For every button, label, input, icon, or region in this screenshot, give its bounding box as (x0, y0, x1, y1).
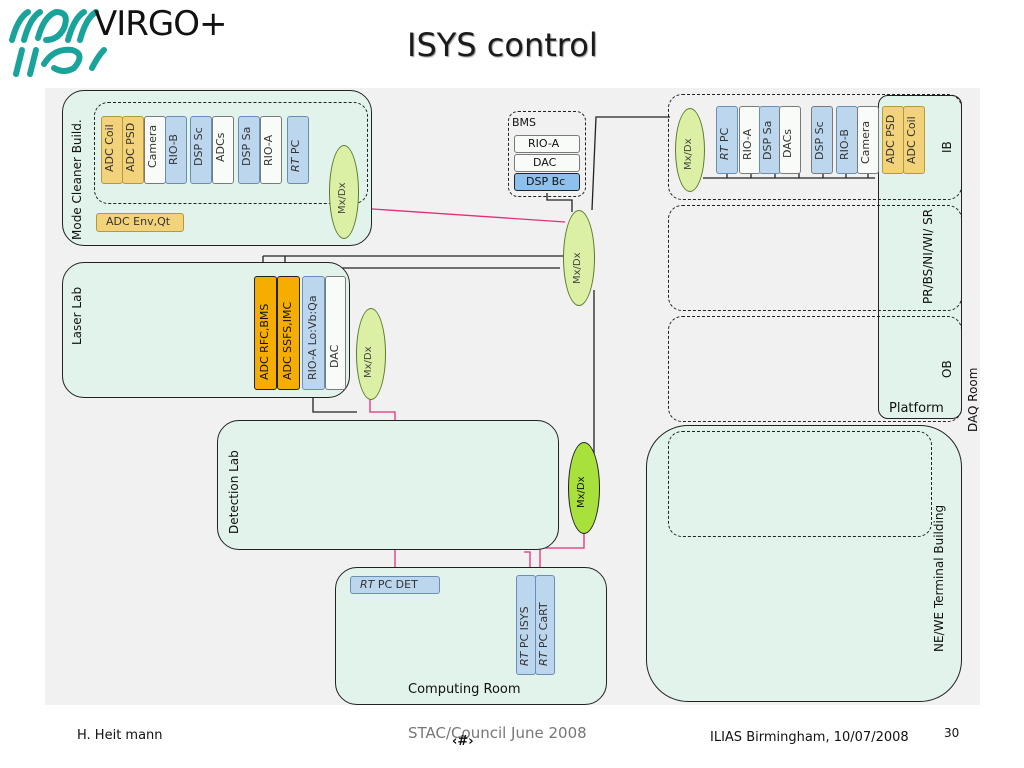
footer-author: H. Heit mann (77, 728, 163, 743)
page-title: ISYS control (407, 26, 598, 64)
mc-rt-pc (287, 116, 309, 184)
ib-mx-label: Mx/Dx (683, 138, 694, 170)
cr-rt-pc-isys-label: RT PC ISYS (518, 606, 531, 666)
footer-slide-field: ‹#› (452, 734, 474, 749)
mc-rio-a (260, 116, 282, 184)
central-mx (563, 210, 595, 306)
virgo-logo: VIRGO+ (4, 4, 234, 78)
bms-label: BMS (512, 116, 537, 129)
pr-label: PR/BS/NI/WI/ SR (921, 208, 935, 304)
pr-rack (668, 205, 962, 311)
mc-rt-pc-label: RT PC (289, 139, 302, 172)
bms-dac-label: DAC (533, 156, 557, 169)
ib-dacs (779, 106, 801, 174)
mc-adcs-label: ADCs (214, 132, 227, 162)
bms-dsp-bc (514, 173, 580, 191)
cr-rt-pc-cart-label: RT PC CaRT (537, 602, 550, 666)
ll-rio-a (302, 276, 325, 390)
cr-rt-pc-cart (535, 575, 555, 675)
laser-lab-label: Laser Lab (70, 286, 84, 345)
terminal-building (646, 425, 962, 702)
ib-camera-label: Camera (859, 120, 872, 164)
ib-rt-pc-label: RT PC (718, 127, 731, 160)
mc-dsp-sc-label: DSP Sc (192, 127, 205, 166)
ib-dsp-sa-label: DSP Sa (761, 120, 774, 160)
bms-dac (514, 154, 580, 172)
mc-rio-a-label: RIO-A (262, 134, 275, 166)
mc-dsp-sa (238, 116, 260, 184)
bms-rack (508, 111, 586, 197)
ib-dsp-sc (811, 106, 833, 174)
ll-adc-ssfs-imc-label: ADC SSFS,IMC (281, 301, 294, 380)
ib-rt-pc (716, 106, 738, 174)
bms-rio-a-label: RIO-A (528, 137, 560, 150)
footer-venue: ILIAS Birmingham, 10/07/2008 (710, 730, 909, 745)
ib-camera (857, 106, 879, 174)
ib-dacs-label: DACs (781, 128, 794, 158)
ib-adc-coil-label: ADC Coil (905, 116, 918, 164)
bms-rio-a (514, 135, 580, 153)
mc-adcs (212, 116, 234, 184)
footer-page: 30 (944, 726, 960, 740)
ob-rack (668, 316, 962, 422)
lower-mx (568, 442, 600, 534)
mc-dsp-sa-label: DSP Sa (240, 126, 253, 166)
ib-rio-b-label: RIO-B (838, 129, 851, 160)
ll-adc-ssfs-imc (277, 276, 300, 390)
ib-label: IB (940, 141, 954, 153)
terminal-rack (668, 431, 932, 537)
platform-label: Platform (889, 401, 944, 416)
footer-event: STAC/Council June 2008 (408, 724, 587, 742)
ib-adc-psd-label: ADC PSD (884, 114, 897, 164)
lower-mx-label: Mx/Dx (576, 476, 587, 508)
mc-adc-psd (122, 116, 144, 184)
ib-rack (668, 94, 962, 200)
mode-cleaner-rack (94, 102, 368, 204)
cr-rt-pc-det-label: RT PC DET (360, 578, 418, 591)
logo-text: VIRGO+ (94, 4, 228, 44)
central-mx-label: Mx/Dx (572, 252, 583, 284)
virgo-logo-icon (9, 8, 107, 77)
mc-adc-psd-label: ADC PSD (124, 122, 137, 172)
ib-rio-a-label: RIO-A (741, 128, 754, 160)
detection-lab-room (217, 420, 559, 550)
mc-dsp-sc (190, 116, 212, 184)
detection-lab-label: Detection Lab (227, 450, 241, 534)
ib-adc-coil (903, 106, 925, 174)
mode-cleaner-label: Mode Cleaner Build. (70, 119, 84, 240)
ll-mx (356, 308, 386, 400)
bms-dsp-bc-label: DSP Bc (526, 175, 566, 188)
ob-label: OB (940, 360, 954, 378)
mc-adc-env-label: ADC Env,Qt (106, 215, 171, 228)
daq-room-label: DAQ Room (966, 367, 980, 432)
ll-mx-label: Mx/Dx (363, 346, 374, 378)
ll-dac-label: DAC (328, 344, 341, 368)
mc-adc-env (96, 213, 184, 232)
ib-mx (675, 108, 705, 192)
mc-mx-label: Mx/Dx (337, 182, 348, 214)
mc-camera-label: Camera (146, 124, 159, 168)
ll-adc-rfc-bms (254, 276, 277, 390)
ib-dsp-sc-label: DSP Sc (813, 121, 826, 160)
mc-rio-b-label: RIO-B (167, 134, 180, 165)
cr-rt-pc-det (350, 576, 440, 594)
computing-room-label: Computing Room (408, 682, 521, 697)
terminal-label: NE/WE Terminal Building (932, 504, 946, 652)
ll-dac (325, 276, 346, 390)
mc-rio-b (165, 116, 187, 184)
ll-rio-a-label: RIO-A Lo:Vb:Qa (306, 295, 319, 380)
ll-adc-rfc-bms-label: ADC RFC,BMS (258, 303, 271, 380)
mc-mx (329, 145, 359, 239)
mc-adc-coil-label: ADC Coil (103, 124, 116, 172)
